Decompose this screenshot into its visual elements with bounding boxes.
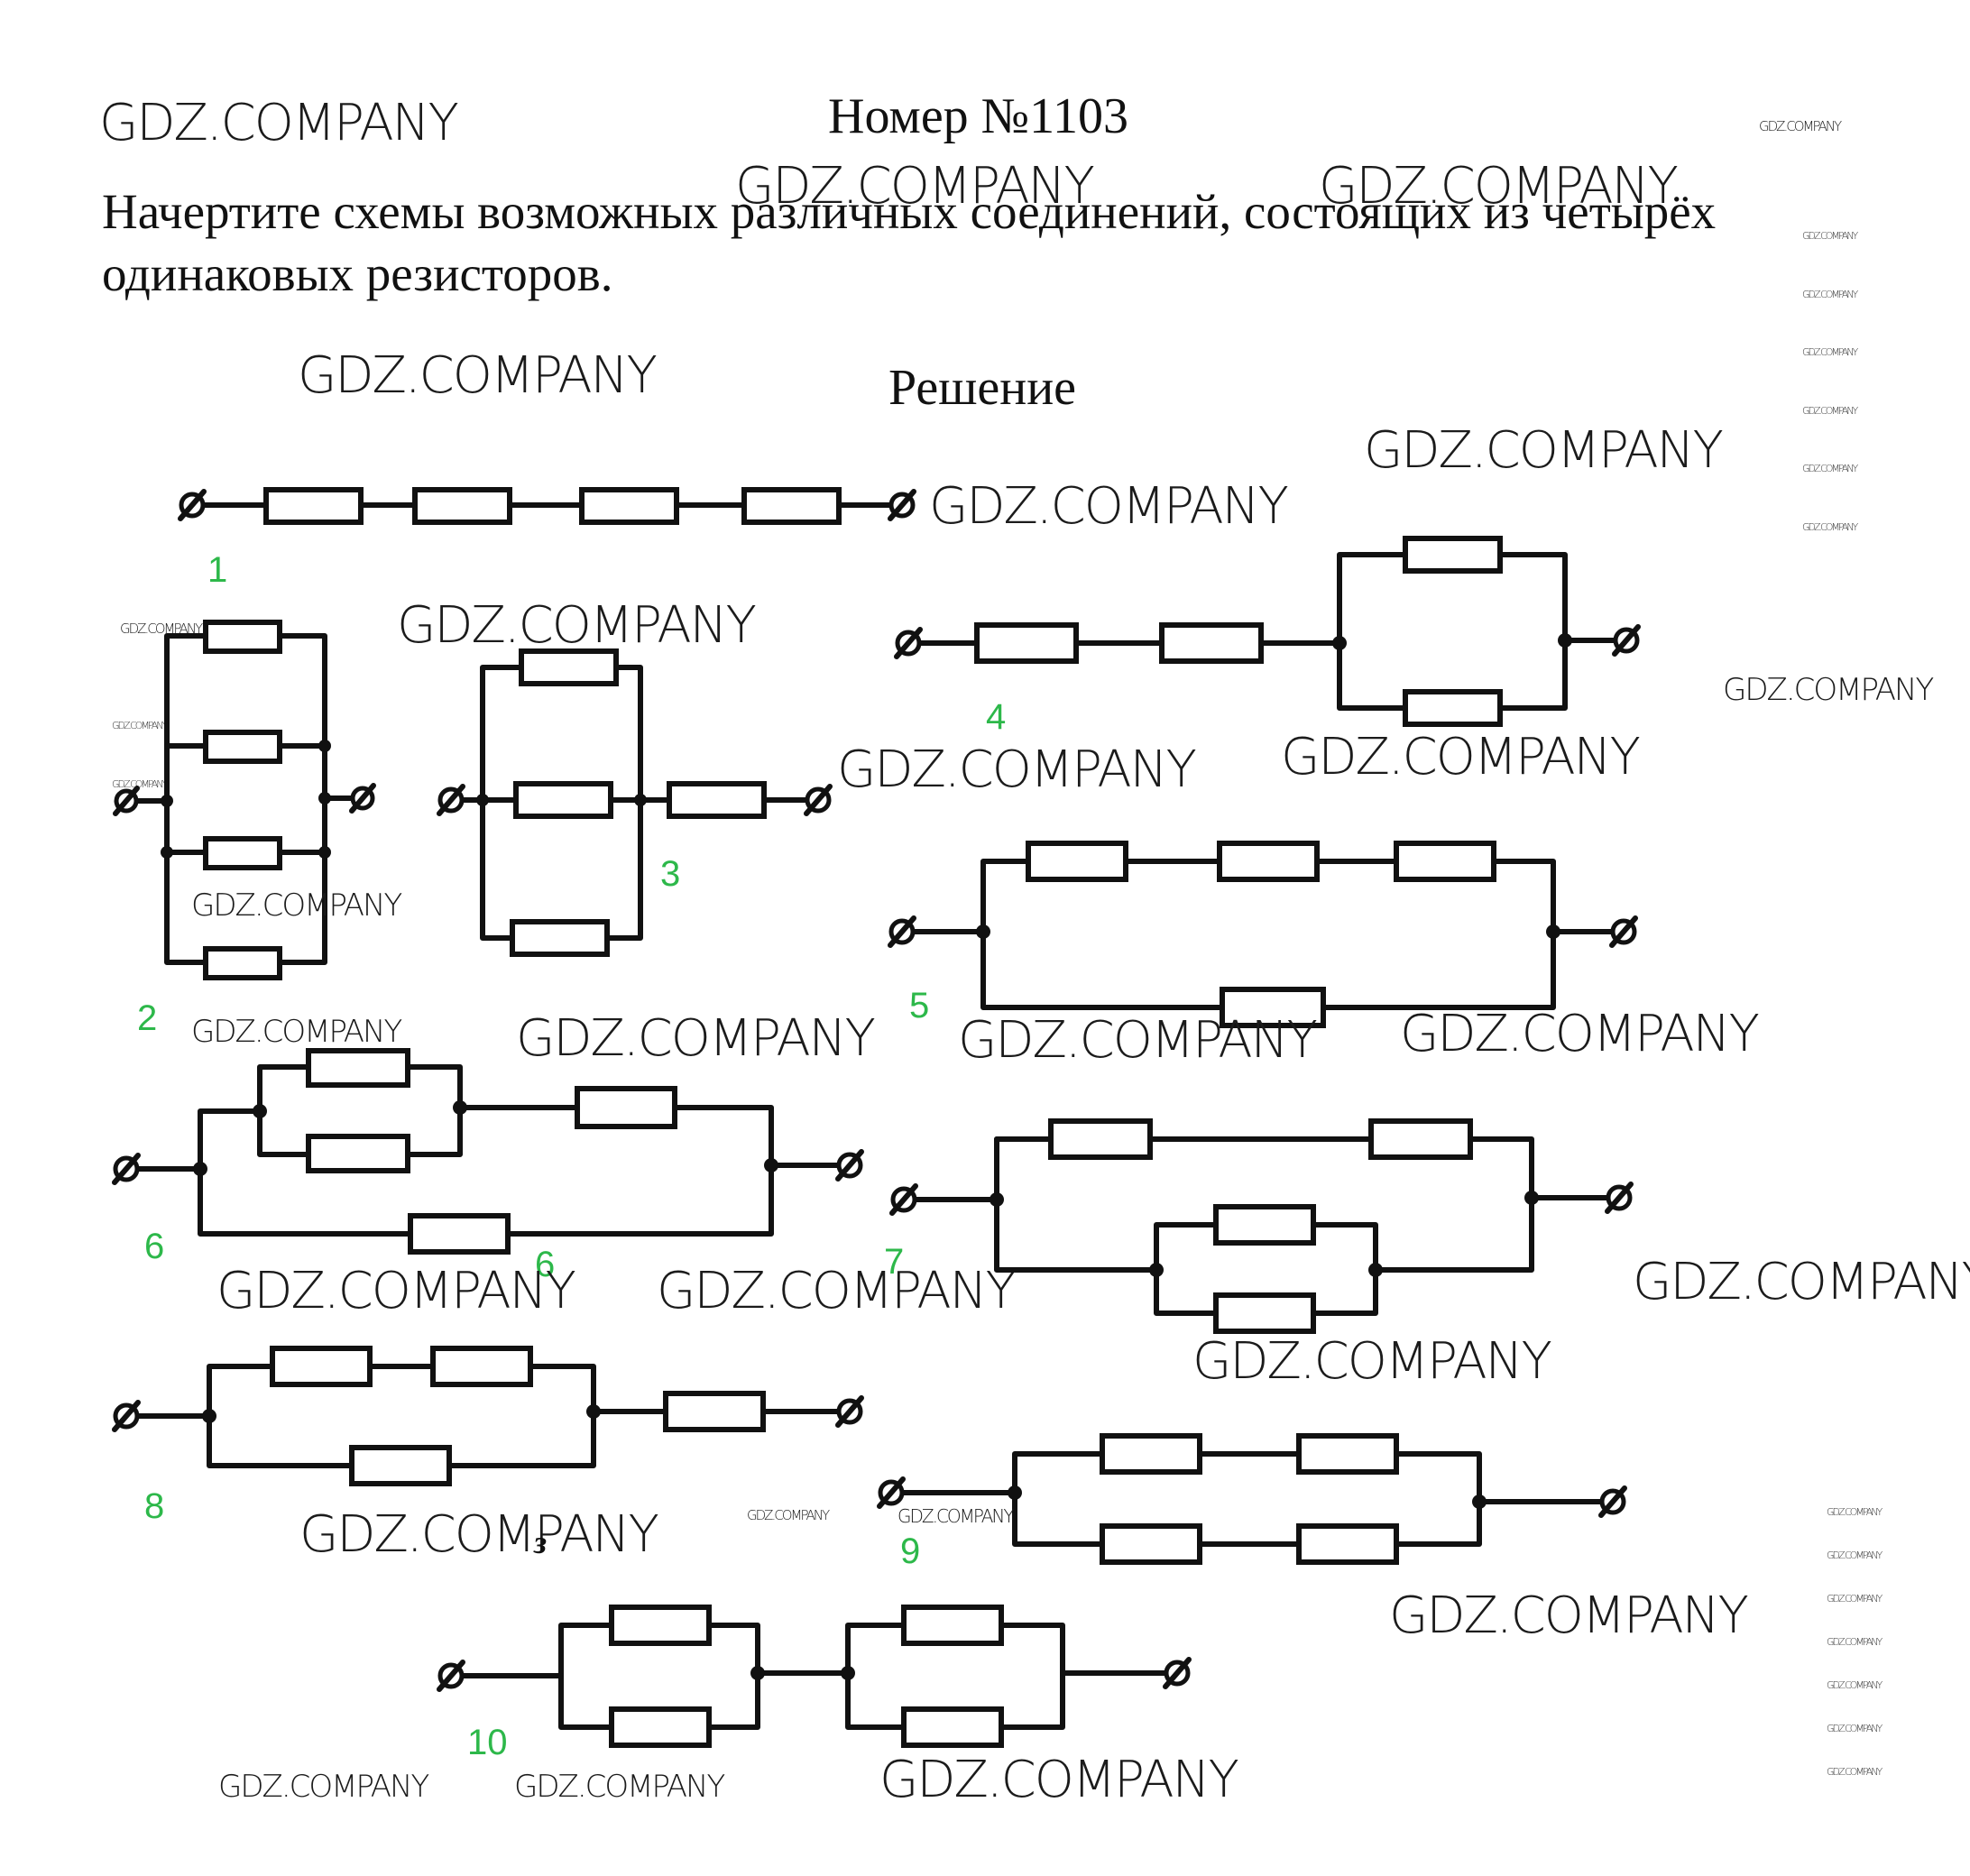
watermark: GDZ.COMPANY <box>735 157 1094 216</box>
circuit-9 <box>877 1433 1627 1565</box>
circuit-7 <box>889 1118 1634 1334</box>
watermark: GDZ.COMPANY <box>112 778 169 790</box>
watermark: GDZ.COMPANY <box>837 740 1196 799</box>
circuit-3 <box>437 648 833 957</box>
watermark: GDZ.COMPANY <box>1827 1723 1883 1734</box>
watermark: GDZ.COMPANY <box>397 596 756 655</box>
watermark: GDZ.COMPANY <box>1364 421 1723 480</box>
watermark: GDZ.COMPANY <box>1633 1253 1970 1311</box>
watermark: GDZ.COMPANY <box>1802 230 1859 242</box>
circuit-number-5: 5 <box>909 986 929 1025</box>
circuit-8 <box>112 1346 864 1486</box>
watermark: GDZ.COMPANY <box>1827 1593 1883 1605</box>
watermark: GDZ.COMPANY <box>1827 1506 1883 1518</box>
watermark: GDZ.COMPANY <box>958 1011 1317 1070</box>
circuit-number-6: 6 <box>144 1227 164 1266</box>
watermark: GDZ.COMPANY <box>120 621 203 637</box>
circuit-6 <box>112 1048 864 1255</box>
circuit-4 <box>894 536 1641 727</box>
watermark: GDZ.COMPANY <box>929 477 1288 536</box>
scribble-mark: з <box>533 1524 547 1560</box>
circuit-number-10: 10 <box>467 1723 508 1762</box>
watermark: GDZ.COMPANY <box>1281 728 1640 786</box>
watermark: GDZ.COMPANY <box>514 1769 724 1805</box>
watermark: GDZ.COMPANY <box>747 1507 830 1523</box>
watermark: GDZ.COMPANY <box>298 346 657 405</box>
watermark: GDZ.COMPANY <box>191 1014 401 1050</box>
circuit-label-6-extra: 6 <box>535 1245 555 1284</box>
watermark: GDZ.COMPANY <box>216 1262 575 1320</box>
watermark: GDZ.COMPANY <box>1802 346 1859 358</box>
circuit-5 <box>888 841 1638 1028</box>
watermark: GDZ.COMPANY <box>1802 463 1859 474</box>
circuit-10 <box>437 1605 1192 1748</box>
page-title: Номер №1103 <box>828 88 1128 144</box>
circuit-1 <box>178 487 916 525</box>
watermark: GDZ.COMPANY <box>1319 157 1678 216</box>
task-text-line-2: одинаковых резисторов. <box>102 246 612 301</box>
watermark: GDZ.COMPANY <box>112 720 169 731</box>
watermark: GDZ.COMPANY <box>1827 1550 1883 1561</box>
watermark: GDZ.COMPANY <box>516 1009 875 1068</box>
watermark: GDZ.COMPANY <box>657 1262 1016 1320</box>
circuit-2 <box>113 620 376 980</box>
watermark: GDZ.COMPANY <box>1192 1332 1551 1391</box>
watermark: GDZ.COMPANY <box>1827 1679 1883 1691</box>
circuit-number-1: 1 <box>207 550 227 590</box>
circuit-number-2: 2 <box>137 998 157 1038</box>
watermark: GDZ.COMPANY <box>1802 289 1859 300</box>
watermark: GDZ.COMPANY <box>1759 118 1842 134</box>
watermark: GDZ.COMPANY <box>1400 1005 1759 1063</box>
watermark: GDZ.COMPANY <box>1723 672 1933 708</box>
circuit-number-3: 3 <box>660 854 680 894</box>
watermark: GDZ.COMPANY <box>879 1751 1238 1809</box>
watermark: GDZ.COMPANY <box>299 1505 658 1564</box>
watermark: GDZ.COMPANY <box>898 1505 1014 1527</box>
watermark: GDZ.COMPANY <box>1802 405 1859 417</box>
watermark: GDZ.COMPANY <box>1827 1766 1883 1778</box>
circuit-number-9: 9 <box>900 1531 920 1571</box>
watermark: GDZ.COMPANY <box>99 94 458 152</box>
circuit-number-8: 8 <box>144 1486 164 1526</box>
watermark: GDZ.COMPANY <box>191 887 401 924</box>
watermark: GDZ.COMPANY <box>1389 1586 1748 1645</box>
circuit-number-7: 7 <box>884 1242 904 1282</box>
watermark: GDZ.COMPANY <box>1827 1636 1883 1648</box>
watermark: GDZ.COMPANY <box>1802 521 1859 533</box>
solution-heading: Решение <box>888 360 1076 416</box>
circuit-number-4: 4 <box>986 697 1006 737</box>
task-text-line-1: Начертите схемы возможных различных соед… <box>102 184 1716 239</box>
watermark: GDZ.COMPANY <box>218 1769 428 1805</box>
